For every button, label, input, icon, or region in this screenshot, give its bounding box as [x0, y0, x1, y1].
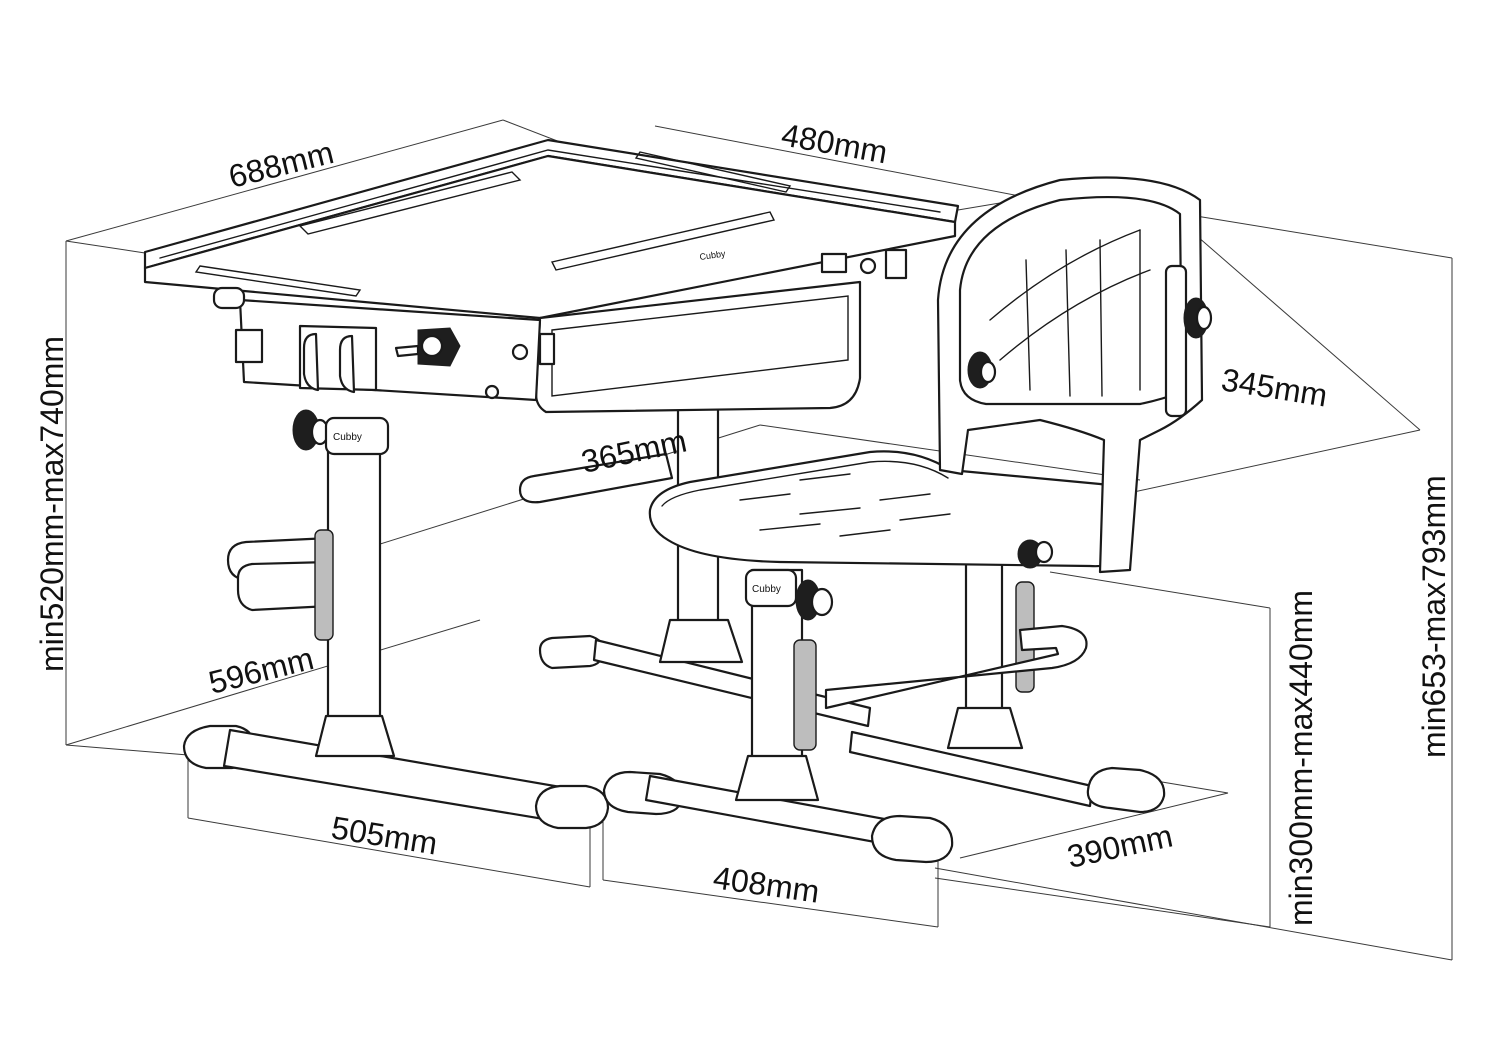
desk-front-base-tube — [222, 728, 580, 826]
desk-book-ledge-groove — [550, 211, 776, 271]
desk-tilt-knob — [394, 327, 461, 367]
desk-back-groove — [634, 151, 792, 193]
label-chair-base-depth: 390mm — [1064, 817, 1176, 874]
label-seat-height: min300mm-max440mm — [1283, 590, 1319, 926]
chair-back-base-tube — [848, 730, 1094, 808]
chair-column-cap — [744, 568, 798, 608]
desk-slide-bolt — [484, 384, 500, 400]
chair-column-logo: Cubby — [752, 584, 781, 595]
chair-back-column-collar — [946, 706, 1024, 750]
desk-crossbar-left — [518, 452, 674, 504]
desk-left-hinge — [234, 328, 264, 364]
desk-pen-groove — [298, 171, 522, 235]
label-desk-base-width: 505mm — [329, 809, 440, 861]
label-desk-width: 480mm — [779, 116, 890, 170]
desk-hinge-bracket — [298, 324, 378, 392]
desk-front-leg — [326, 438, 382, 732]
desk-right-hinge-bolt — [859, 257, 877, 275]
label-chair-base-width: 408mm — [711, 859, 822, 909]
desk-height-knob — [292, 409, 330, 451]
desk-top-edge — [143, 154, 957, 320]
desk-front-groove — [194, 265, 362, 297]
desk-left-stop — [212, 286, 246, 310]
desk-back-leg-collar — [658, 618, 744, 664]
desk-logo: Cubby — [699, 248, 727, 262]
desk-front-leg-collar — [314, 714, 396, 758]
chair-seat — [648, 450, 1130, 568]
chair-back-column — [964, 558, 1004, 722]
label-desk-depth: 688mm — [225, 134, 337, 195]
desk-bag-hook-left — [302, 332, 320, 392]
chair-footrest — [824, 624, 1088, 710]
desk-drawer-inner — [551, 295, 849, 397]
desk-front-right-foot — [534, 784, 610, 830]
desk-right-hinge-side — [884, 248, 908, 280]
chair-height-knob — [795, 579, 834, 621]
chair-seat-rim — [661, 460, 949, 507]
label-seat-depth: 345mm — [1219, 361, 1330, 413]
chair-backrest-ribs — [989, 229, 1151, 397]
desk-top-inner-edge — [159, 149, 941, 259]
desk-drawer-bracket — [538, 332, 556, 366]
chair-back-right-foot — [1086, 766, 1166, 814]
chair-backrest-panel — [958, 196, 1184, 406]
desk-drawer-bolt — [511, 343, 529, 361]
chair-back-post — [1164, 264, 1188, 418]
chair-back-knob-left — [967, 351, 997, 389]
chair-front-right-foot — [870, 814, 954, 864]
label-desk-base-depth: 596mm — [205, 640, 317, 701]
chair-rear-knob — [1017, 539, 1054, 569]
chair: Cubby — [602, 176, 1213, 864]
label-desk-height: min520mm-max740mm — [34, 336, 70, 672]
label-chair-total-height: min653-max793mm — [1416, 475, 1452, 758]
chair-seat-slots — [739, 473, 951, 537]
chair-front-column-collar — [734, 754, 820, 802]
desk-column-cap — [324, 416, 390, 456]
desk-column-logo: Cubby — [333, 432, 362, 443]
desk-height-clip — [314, 529, 334, 641]
chair-back-knob-right — [1183, 297, 1213, 339]
chair-front-clip — [793, 639, 817, 751]
desk-bag-hook-right — [338, 334, 356, 394]
desk-right-hinge-top — [820, 252, 848, 274]
